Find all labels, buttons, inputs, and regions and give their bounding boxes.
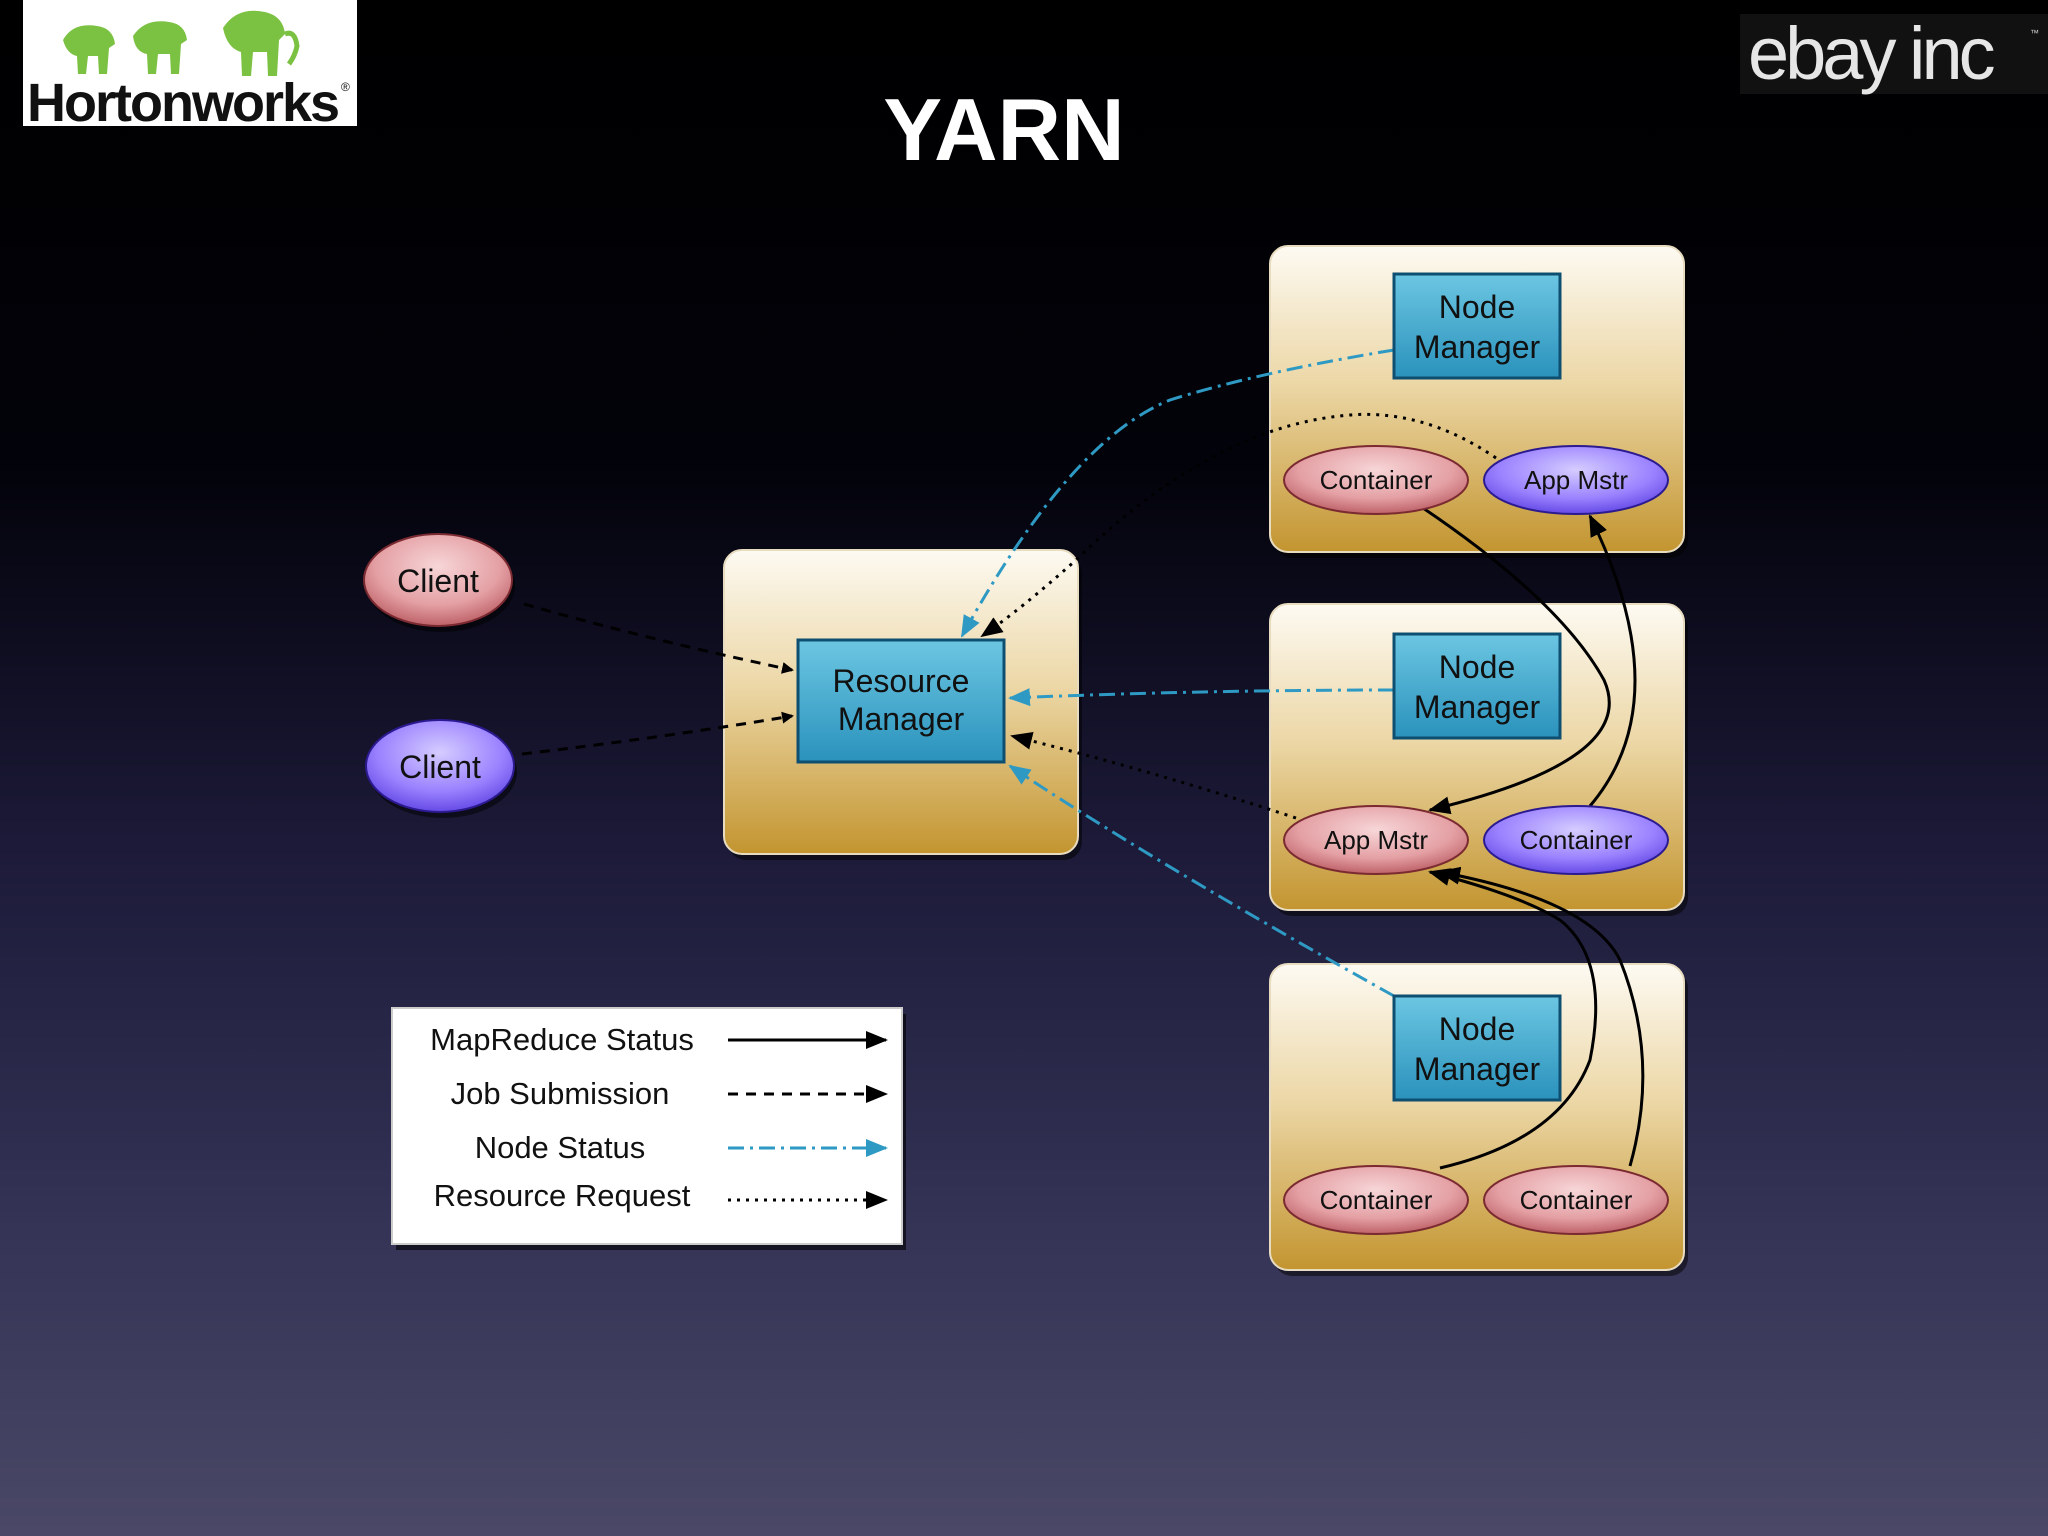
node-manager-2-label-1: Node <box>1439 649 1516 685</box>
node-manager-3-label-1: Node <box>1439 1011 1516 1047</box>
slide-title: YARN <box>883 80 1125 179</box>
node-manager-1-label-2: Manager <box>1414 329 1541 365</box>
trademark-mark: ™ <box>2030 28 2039 38</box>
node-manager-1-label-1: Node <box>1439 289 1516 325</box>
elephants-icon <box>63 10 300 76</box>
node3-container-pill-right: Container <box>1483 1165 1669 1235</box>
client-pink-label: Client <box>397 563 479 599</box>
node3-left-pill-label: Container <box>1320 1185 1433 1215</box>
node-manager-2-label-2: Manager <box>1414 689 1541 725</box>
node2-left-pill-label: App Mstr <box>1324 825 1428 855</box>
resource-manager-label-1: Resource <box>833 663 970 699</box>
node1-right-pill-label: App Mstr <box>1524 465 1628 495</box>
edge-node2-status <box>1008 688 1395 707</box>
edge-node3-status <box>1008 764 1395 998</box>
legend-mapreduce-status-label: MapReduce Status <box>430 1022 694 1057</box>
edge-container-to-appmstr2-a <box>1419 504 1611 815</box>
client-purple-label: Client <box>399 749 481 785</box>
legend-resource-request-label: Resource Request <box>434 1178 691 1213</box>
node2-right-pill-label: Container <box>1520 825 1633 855</box>
registered-mark: ® <box>341 80 350 94</box>
node3-container-pill-left: Container <box>1283 1165 1469 1235</box>
edge-container-to-appmstr2-b <box>1428 868 1598 1170</box>
hortonworks-logo: Hortonworks ® <box>23 0 357 130</box>
client-purple: Client <box>365 719 517 818</box>
node-manager-box-3: Node Manager <box>1392 994 1562 1102</box>
node3-right-pill-label: Container <box>1520 1185 1633 1215</box>
node-manager-box-1: Node Manager <box>1392 272 1562 380</box>
legend-node-status-label: Node Status <box>475 1130 646 1165</box>
ebay-inc-wordmark: ebay inc <box>1748 12 1996 95</box>
legend-job-submission-label: Job Submission <box>451 1076 670 1111</box>
node1-left-pill-label: Container <box>1320 465 1433 495</box>
client-pink: Client <box>363 533 515 632</box>
hortonworks-wordmark: Hortonworks <box>27 73 340 133</box>
node1-container-pill: Container <box>1283 445 1469 515</box>
node-manager-box-2: Node Manager <box>1392 632 1562 740</box>
node2-container-pill: Container <box>1483 805 1669 875</box>
edge-container-to-appmstr1 <box>1588 514 1637 807</box>
node2-appmstr-pill: App Mstr <box>1283 805 1469 875</box>
node1-appmstr-pill: App Mstr <box>1483 445 1669 515</box>
legend: MapReduce Status Job Submission Node Sta… <box>391 1007 906 1250</box>
edge-container-to-appmstr2-c <box>1438 866 1645 1167</box>
resource-manager-box: Resource Manager <box>796 638 1006 764</box>
ebay-inc-logo: ebay inc ™ <box>1740 14 2048 94</box>
resource-manager-label-2: Manager <box>838 701 965 737</box>
edge-client2-to-rm <box>521 711 794 756</box>
node-manager-3-label-2: Manager <box>1414 1051 1541 1087</box>
edge-client1-to-rm <box>523 602 794 674</box>
